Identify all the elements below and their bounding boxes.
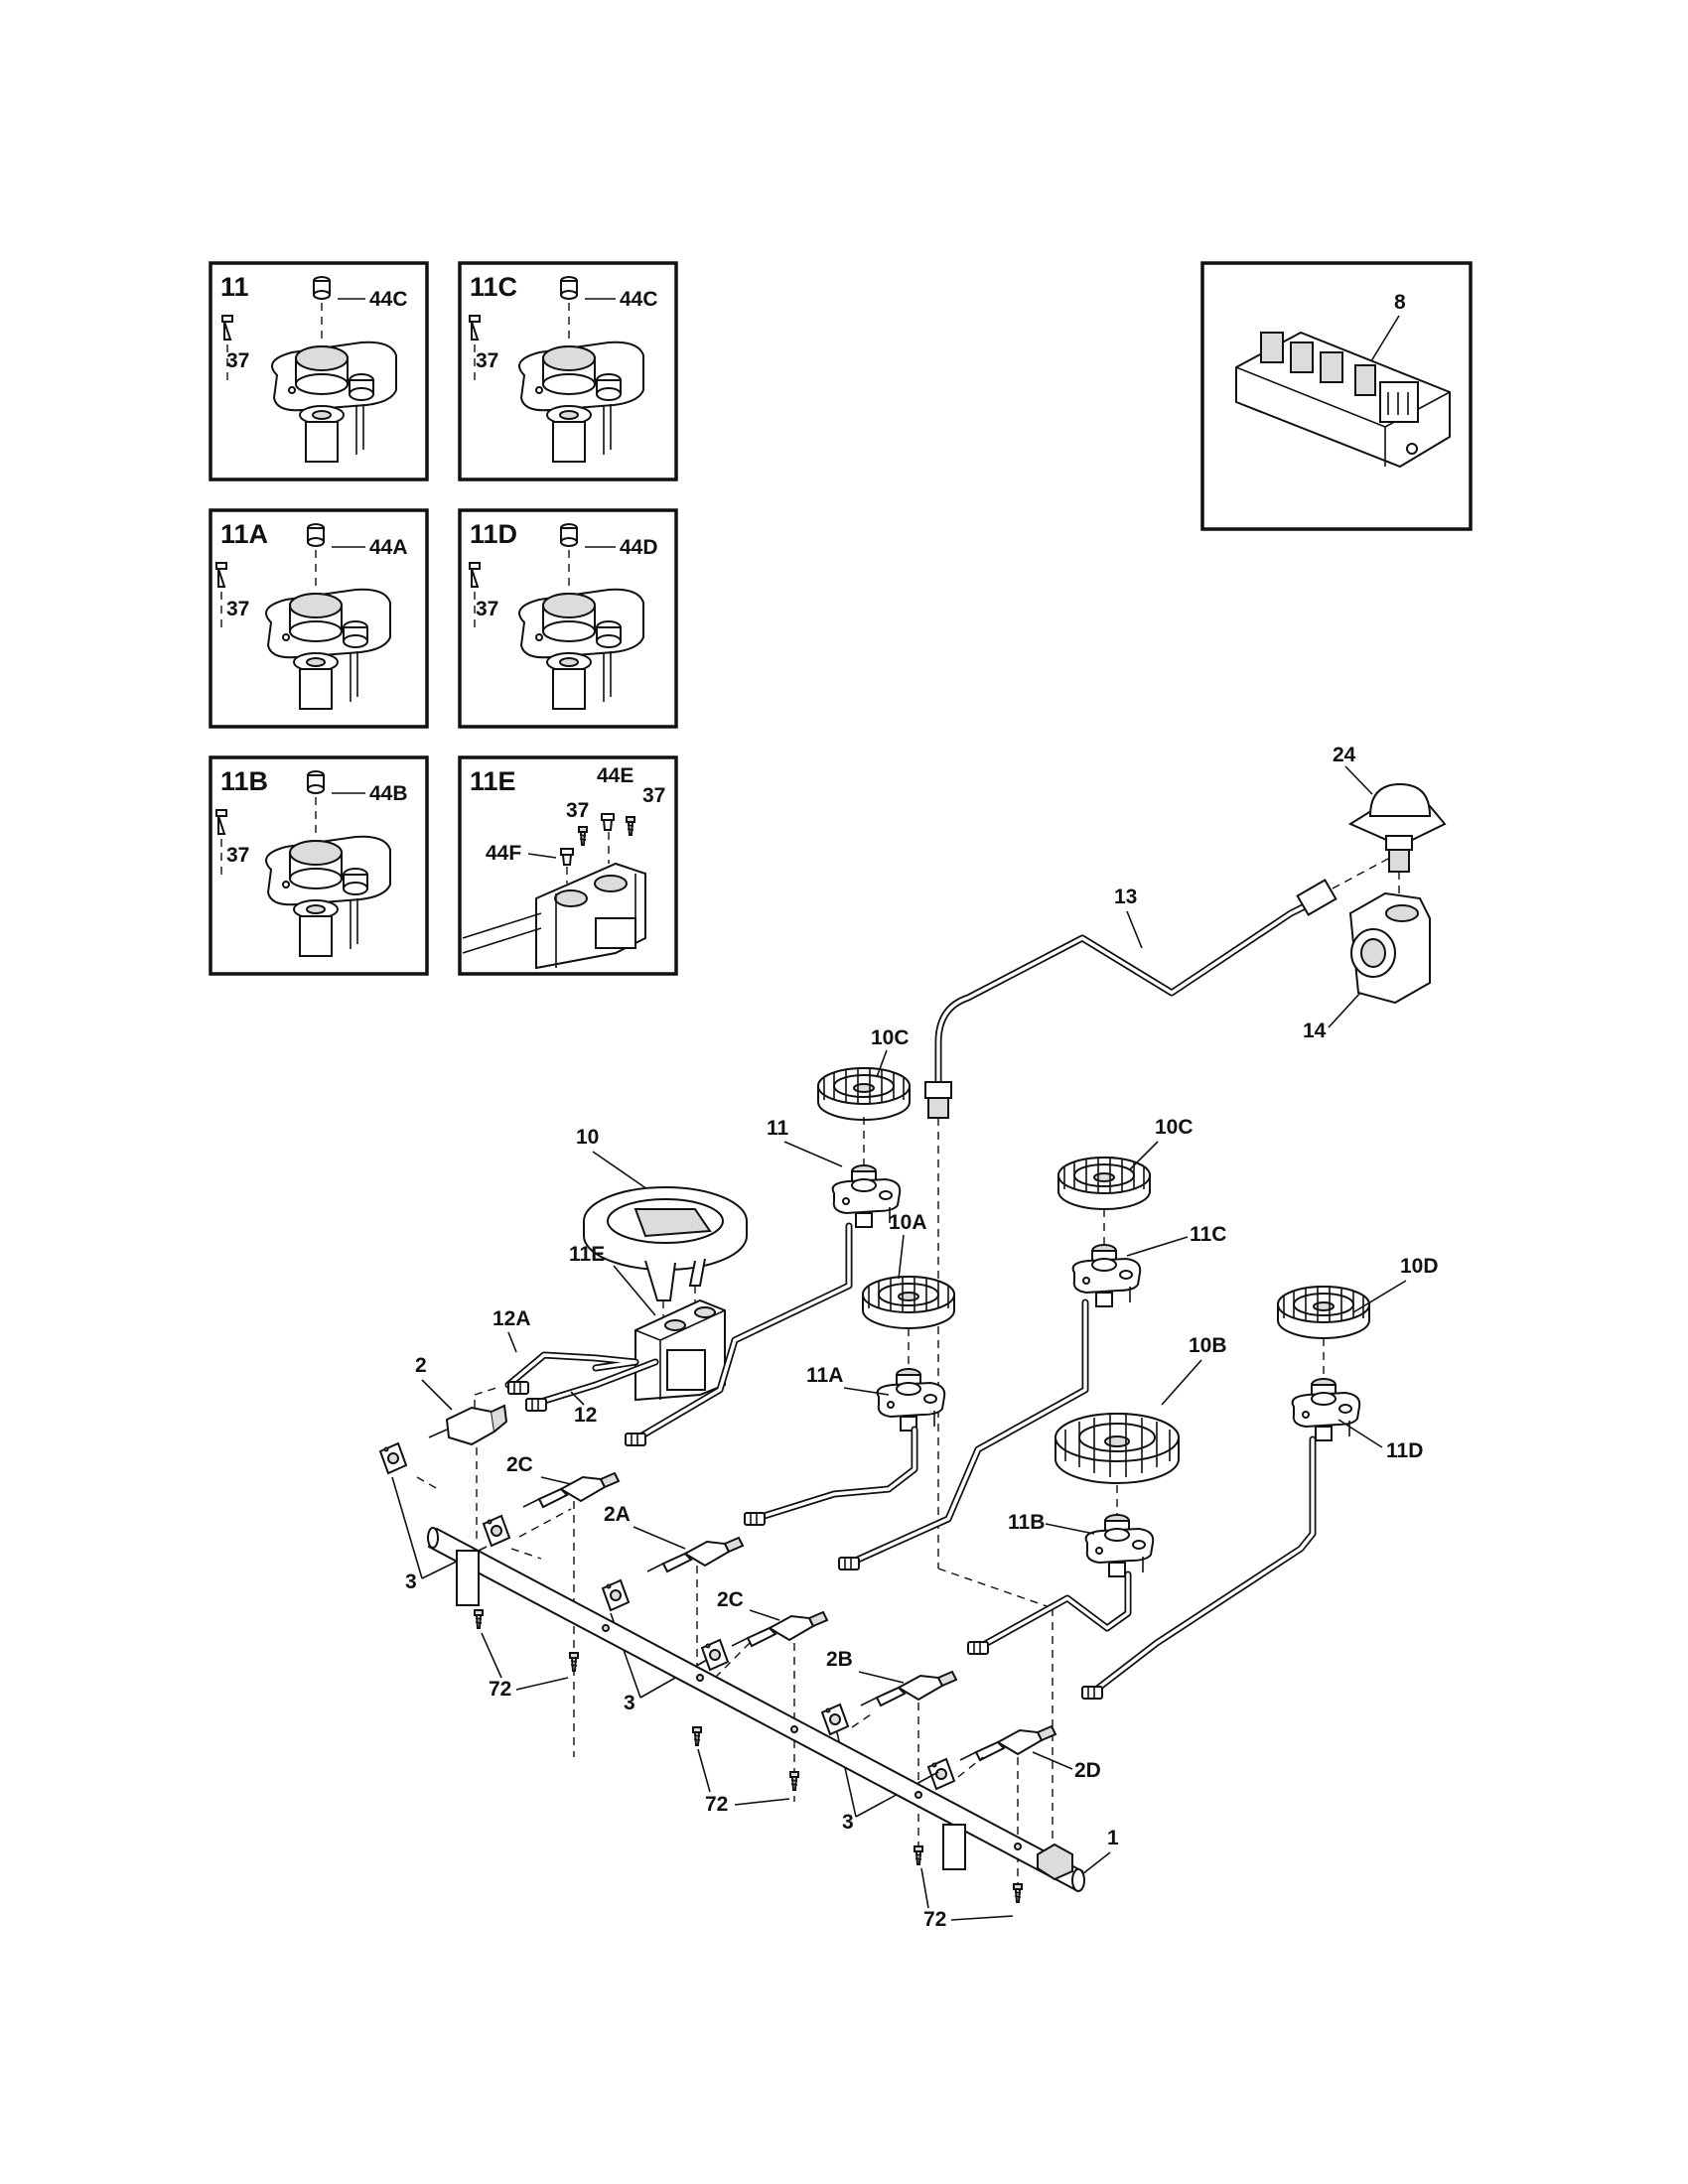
inset-11a: 11A 44A 37 [209, 508, 429, 729]
burner-head-10c-right: 10C [1057, 1116, 1194, 1248]
inset-11a-title: 11A [220, 519, 268, 549]
spark-module-8 [1235, 331, 1451, 469]
callout-2: 2 [415, 1354, 427, 1377]
inset-11-label-37: 37 [226, 349, 249, 372]
orifice-holder-2b: 2B [826, 1648, 957, 1846]
callout-10b: 10B [1189, 1334, 1227, 1357]
callout-3-mid: 3 [624, 1692, 635, 1714]
burner-base-10: 10 [576, 1126, 748, 1330]
inset-11d-title: 11D [470, 519, 517, 549]
inset-11c-label-37: 37 [476, 349, 498, 372]
callout-72-right: 72 [923, 1908, 946, 1931]
callout-11c: 11C [1190, 1223, 1226, 1246]
gas-valve-2: 2 [415, 1354, 508, 1539]
inset-11b-label-44b: 44B [369, 782, 408, 805]
callout-2c-mid: 2C [717, 1588, 744, 1611]
burner-valve-11: 11 [767, 1117, 902, 1228]
gas-tubes [504, 1222, 1317, 1700]
inset-11d-label-44d: 44D [620, 536, 658, 559]
inset-igniter-module: 8 [1200, 261, 1473, 531]
callout-12a: 12A [492, 1307, 531, 1330]
callout-72-mid: 72 [705, 1793, 728, 1816]
manifold-screws-72: 72 72 72 [474, 1609, 1023, 1931]
igniter-module-label: 8 [1394, 291, 1406, 314]
gas-tube-13: 13 [924, 858, 1389, 1866]
inset-11e-label-37-right: 37 [642, 784, 665, 807]
inset-11b-label-37: 37 [226, 844, 249, 867]
burner-head-10b: 10B [1055, 1334, 1227, 1517]
callout-10d: 10D [1400, 1255, 1439, 1278]
callout-14: 14 [1303, 1020, 1327, 1042]
callout-11a: 11A [806, 1364, 843, 1387]
callout-3-right: 3 [842, 1811, 854, 1834]
inset-11e-label-44e: 44E [597, 764, 633, 787]
callout-2b: 2B [826, 1648, 853, 1671]
callout-13: 13 [1114, 886, 1137, 908]
regulator-cap-24: 24 [1333, 744, 1447, 898]
orifice-holder-2d: 2D [959, 1725, 1101, 1896]
burner-head-10d: 10D [1277, 1255, 1439, 1380]
burner-head-10c-top: 10C [817, 1026, 911, 1166]
burner-valve-11d: 11D [1291, 1378, 1423, 1462]
callout-72-left: 72 [489, 1678, 511, 1701]
inset-11-title: 11 [220, 272, 249, 302]
inset-11a-label-37: 37 [226, 598, 249, 620]
inset-11-label-44c: 44C [369, 288, 408, 311]
burner-valve-11c: 11C [1071, 1223, 1226, 1307]
burner-bracket-11e: 11E [569, 1243, 726, 1402]
callout-11b: 11B [1008, 1511, 1045, 1534]
orifice-brackets-3 [379, 1442, 984, 1790]
callout-10c-right: 10C [1155, 1116, 1194, 1139]
inset-11e-label-37-left: 37 [566, 799, 589, 822]
callout-11e: 11E [569, 1243, 605, 1266]
inset-11b-title: 11B [220, 766, 268, 796]
callout-10c-top: 10C [871, 1026, 910, 1049]
callout-24: 24 [1333, 744, 1356, 766]
callout-2a: 2A [604, 1503, 631, 1526]
inset-11c-label-44c: 44C [620, 288, 658, 311]
callout-11: 11 [767, 1117, 789, 1140]
callout-10a: 10A [889, 1211, 927, 1234]
callout-2d: 2D [1074, 1759, 1101, 1782]
callout-10: 10 [576, 1126, 599, 1149]
orifice-holder-2c-left: 2C [506, 1453, 620, 1757]
callout-1: 1 [1107, 1827, 1119, 1849]
callout-3-left: 3 [405, 1570, 417, 1593]
inset-11a-label-44a: 44A [369, 536, 408, 559]
inset-11c-title: 11C [470, 272, 517, 302]
inset-11e: 11E 44E 37 37 44F [458, 755, 678, 976]
inset-11: 11 44C 37 [209, 261, 429, 481]
inset-11d: 11D 44D 37 [458, 508, 678, 729]
inset-11b: 11B 44B 37 [209, 755, 429, 976]
inset-11e-label-44f: 44F [486, 842, 521, 865]
callout-12: 12 [574, 1404, 597, 1427]
callout-11d: 11D [1386, 1439, 1423, 1462]
inset-11e-title: 11E [470, 766, 516, 796]
orifice-holder-2a: 2A [604, 1503, 744, 1668]
callout-2c-left: 2C [506, 1453, 533, 1476]
burner-valve-11a: 11A [806, 1364, 946, 1432]
burner-head-10a: 10A [862, 1211, 955, 1372]
inset-11d-label-37: 37 [476, 598, 498, 620]
inset-11c: 11C 44C 37 [458, 261, 678, 481]
burner-valve-11b: 11B [1008, 1511, 1155, 1577]
manifold-pipe-1: 1 [427, 1527, 1119, 1892]
pressure-regulator-14: 14 [1303, 891, 1431, 1042]
